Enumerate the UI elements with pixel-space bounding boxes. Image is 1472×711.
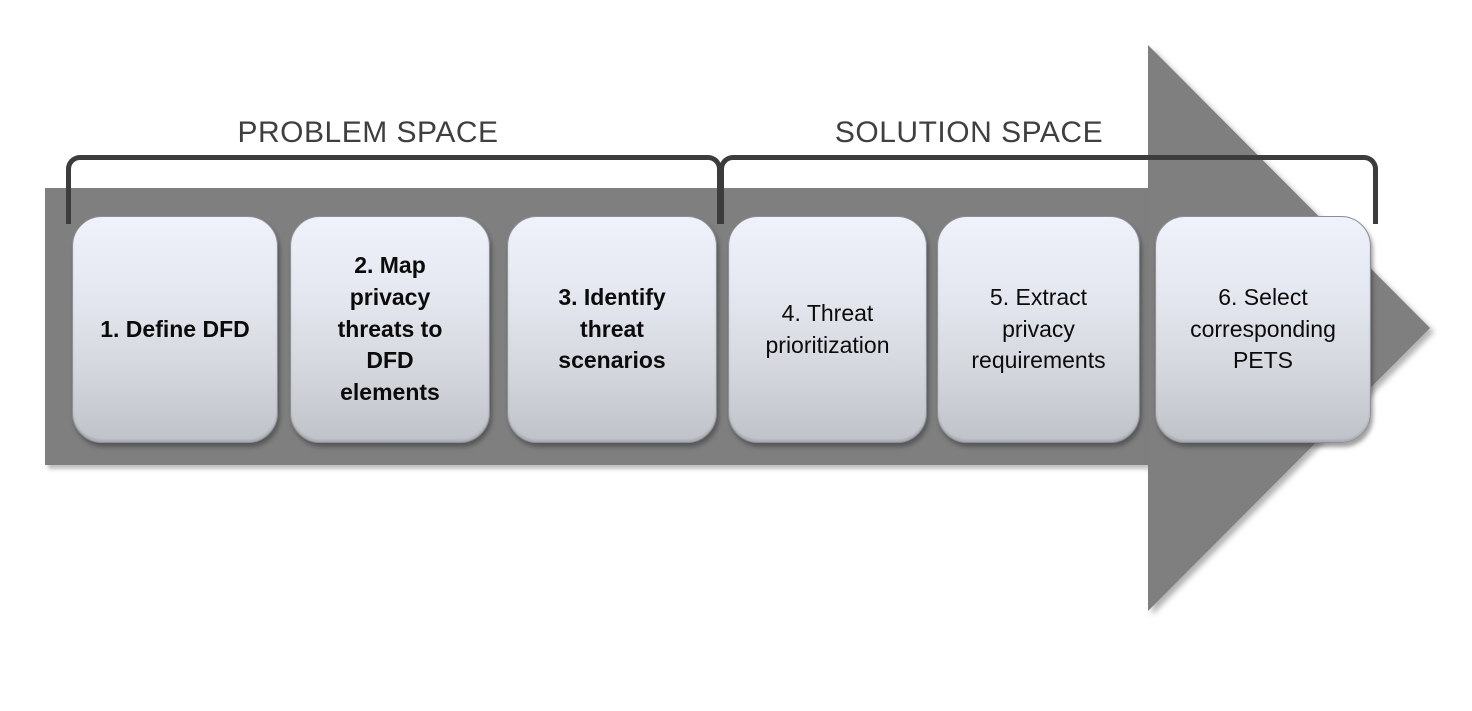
solution-space-label: SOLUTION SPACE — [834, 116, 1104, 149]
step-label: 6. Select corresponding PETS — [1190, 283, 1336, 374]
step-box-identify-threat-scenarios: 3. Identify threat scenarios — [507, 216, 717, 443]
step-box-map-privacy-threats: 2. Map privacy threats to DFD elements — [290, 216, 490, 443]
step-label: 4. Threat prioritization — [765, 299, 890, 358]
solution-space-bracket — [719, 155, 1378, 224]
step-box-select-pets: 6. Select corresponding PETS — [1155, 216, 1371, 443]
problem-space-label: PROBLEM SPACE — [237, 116, 499, 149]
problem-space-bracket — [66, 155, 722, 224]
step-box-threat-prioritization: 4. Threat prioritization — [728, 216, 927, 443]
step-label: 2. Map privacy threats to DFD elements — [337, 252, 443, 406]
step-label: 3. Identify threat scenarios — [558, 283, 666, 374]
step-label: 1. Define DFD — [100, 315, 250, 342]
step-label: 5. Extract privacy requirements — [971, 283, 1106, 374]
step-box-extract-privacy-requirements: 5. Extract privacy requirements — [937, 216, 1140, 443]
step-box-define-dfd: 1. Define DFD — [72, 216, 278, 443]
